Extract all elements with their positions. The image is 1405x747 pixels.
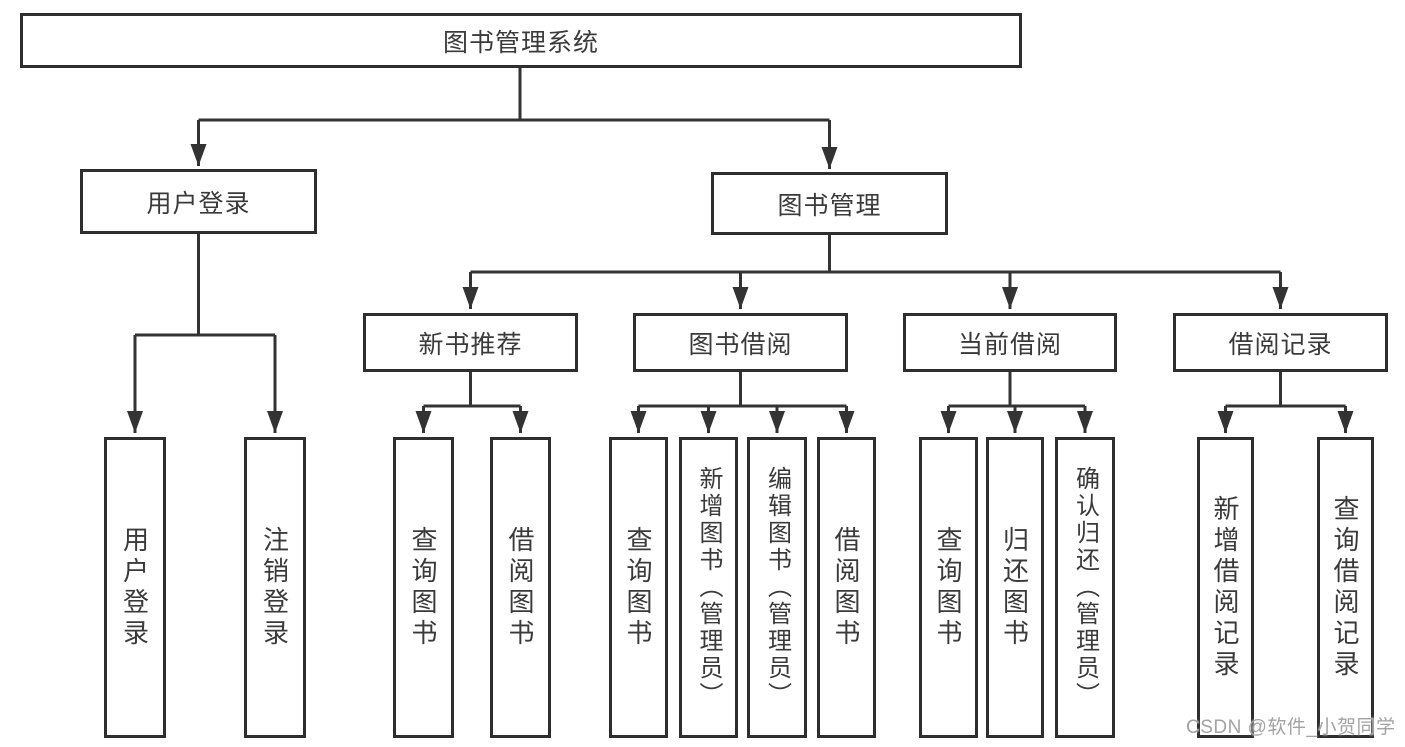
node-leaf-edit-books-admin: 编辑图书（管理员） bbox=[747, 437, 807, 738]
node-library-system: 图书管理系统 bbox=[20, 13, 1022, 68]
node-borrow-records: 借阅记录 bbox=[1173, 313, 1388, 372]
node-leaf-borrow-books-recommend: 借阅图书 bbox=[490, 437, 551, 738]
node-leaf-add-borrow-record: 新增借阅记录 bbox=[1197, 437, 1254, 738]
node-leaf-query-books-recommend: 查询图书 bbox=[393, 437, 454, 738]
node-leaf-confirm-return-admin: 确认归还（管理员） bbox=[1055, 437, 1115, 738]
node-leaf-borrow-books: 借阅图书 bbox=[817, 437, 876, 738]
node-current-borrow: 当前借阅 bbox=[903, 313, 1117, 372]
node-leaf-query-books-borrow: 查询图书 bbox=[609, 437, 668, 738]
node-leaf-add-books-admin: 新增图书（管理员） bbox=[679, 437, 738, 738]
node-new-book-recommend: 新书推荐 bbox=[363, 313, 578, 372]
watermark: CSDN @软件_小贺同学 bbox=[1186, 717, 1396, 738]
node-leaf-user-login: 用户登录 bbox=[104, 437, 166, 738]
node-user-login: 用户登录 bbox=[80, 169, 317, 234]
node-leaf-return-books: 归还图书 bbox=[986, 437, 1044, 738]
node-leaf-query-books-current: 查询图书 bbox=[919, 437, 978, 738]
node-book-management: 图书管理 bbox=[711, 172, 948, 235]
node-leaf-query-borrow-record: 查询借阅记录 bbox=[1317, 437, 1374, 738]
node-book-borrow: 图书借阅 bbox=[633, 313, 848, 372]
node-leaf-logout: 注销登录 bbox=[244, 437, 306, 738]
